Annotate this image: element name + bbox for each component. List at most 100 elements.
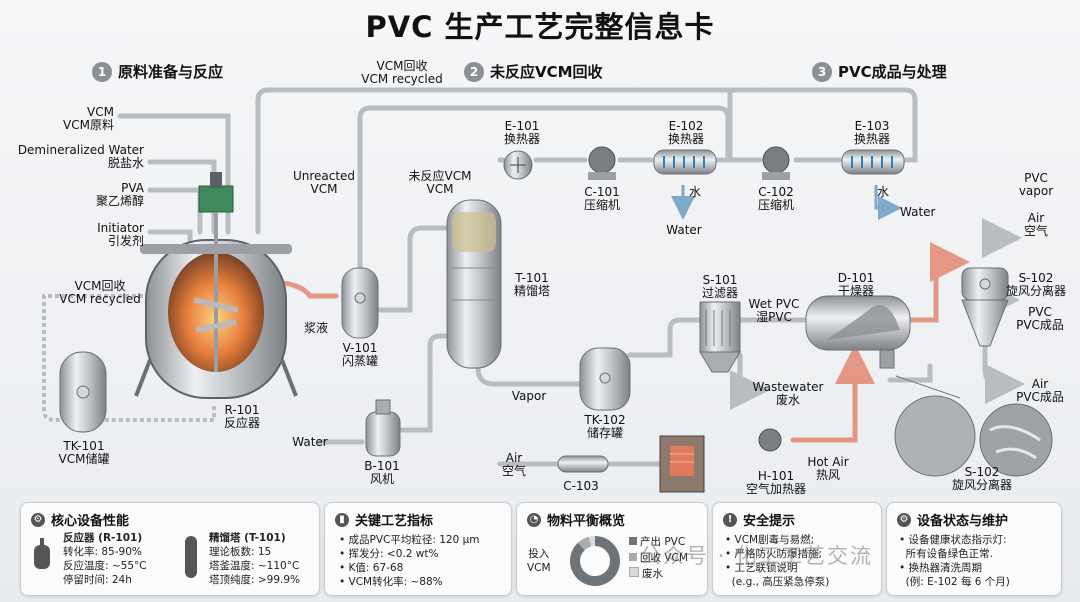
panel-material-balance: ◔ 物料平衡概览 投入 VCM 产出 PVC 回收 VCM 废水 (516, 502, 708, 596)
maintenance-line: • 设备健康状态指示灯: (899, 534, 1007, 546)
c103-compressor (557, 455, 609, 473)
unreacted-vcm-cn-label: 未反应VCM VCM (408, 169, 472, 197)
v101-flash-drum (341, 267, 379, 339)
t101-label: T-101 精馏塔 (513, 271, 550, 299)
d101-label: D-101 干燥器 (837, 271, 875, 299)
panel-maintenance: ⚙ 设备状态与维护 • 设备健康状态指示灯: 所有设备绿色正常. • 换热器清洗… (886, 502, 1062, 596)
column-spec-line: 塔顶纯度: >99.9% (209, 574, 301, 586)
panel-safety: ! 安全提示 • VCM剧毒与易燃; • 严格防火防爆措施; • 工艺联锁说明 … (712, 502, 882, 596)
legend-swatch (629, 537, 637, 545)
bar-chart-icon: ▮ (335, 512, 349, 527)
e103-exchanger (841, 149, 905, 175)
column-spec-title: 精馏塔 (T-101) (209, 532, 286, 544)
safety-line: • VCM剧毒与易燃; (725, 534, 815, 546)
reactor-spec-title: 反应器 (R-101) (63, 532, 143, 544)
slurry-label: 浆液 (303, 321, 328, 335)
section-2-label: 未反应VCM回收 (490, 62, 603, 81)
info-panels: ⚙ 核心设备性能 反应器 (R-101) 转化率: 85-90% 反应温度: ~… (20, 502, 1062, 596)
panel-balance-header: ◔ 物料平衡概览 (527, 510, 625, 529)
indicator-line: • 成品PVC平均粒径: 120 μm (339, 534, 480, 546)
section-1-number: 1 (92, 62, 112, 82)
safety-line: (e.g., 高压紧急停泵) (725, 576, 830, 588)
panel-equipment-header: ⚙ 核心设备性能 (31, 510, 129, 529)
r101-label: R-101 反应器 (223, 403, 260, 431)
c102-compressor (762, 146, 790, 180)
water-lines (671, 185, 902, 220)
e101-exchanger (503, 150, 533, 180)
section-3-label: PVC成品与处理 (838, 62, 947, 81)
input-water-label: Demineralized Water 脱盐水 (17, 143, 144, 171)
indicator-line: • 挥发分: <0.2 wt% (339, 548, 439, 560)
pvc-product2-label: Air PVC成品 (1016, 377, 1064, 405)
legend-label: 废水 (642, 568, 663, 580)
reactor-spec-line: 反应温度: ~55°C (63, 560, 147, 572)
wastewater-label: Wastewater 废水 (752, 380, 824, 408)
hot-air-label: Hot Air 热风 (807, 455, 849, 483)
panel-safety-header: ! 安全提示 (723, 510, 795, 529)
pvc-product1-label: PVC PVC成品 (1016, 305, 1064, 333)
gear-icon: ⚙ (897, 512, 911, 527)
legend-swatch (629, 553, 637, 561)
tk102-label: TK-102 储存罐 (584, 413, 626, 441)
panel-indicators-title: 关键工艺指标 (355, 514, 434, 529)
air-in-label: Air 空气 (501, 451, 526, 479)
indicator-line: • VCM转化率: ~88% (339, 576, 443, 588)
maintenance-line: 所有设备绿色正常. (899, 548, 994, 560)
pvc-particle-zoom (894, 375, 1053, 477)
legend-label: 回收 VCM (640, 552, 688, 564)
recycle-pipe (42, 294, 216, 422)
s102-cyclone (961, 267, 1009, 347)
b101-label: B-101 风机 (364, 459, 400, 487)
donut-segment (577, 536, 592, 551)
r101-reactor (134, 172, 298, 399)
h101-heater (659, 428, 782, 493)
e102-label: E-102 换热器 (667, 119, 704, 147)
legend-label: 产出 PVC (640, 536, 686, 548)
tk102-tank (579, 347, 631, 411)
tk101-tank (59, 351, 107, 433)
input-pva-label: PVA 聚乙烯醇 (95, 181, 144, 209)
maintenance-line: (例: E-102 每 6 个月) (899, 576, 1010, 588)
indicator-line: • K值: 67-68 (339, 562, 404, 574)
air-top-label: Air 空气 (1023, 211, 1048, 239)
water-out1-label: Water (666, 223, 702, 237)
tk101-label: TK-101 VCM储罐 (58, 439, 110, 467)
legend-swatch (629, 567, 639, 577)
legend-item-pvc: 产出 PVC (629, 535, 685, 549)
panel-equipment-performance: ⚙ 核心设备性能 反应器 (R-101) 转化率: 85-90% 反应温度: ~… (20, 502, 320, 596)
water-cn1-label: 水 (688, 185, 701, 199)
safety-line: • 严格防火防爆措施; (725, 548, 823, 560)
column-spec-line: 塔釜温度: ~110°C (209, 560, 300, 572)
vapor-label: Vapor (511, 389, 547, 403)
s101-filter (699, 301, 741, 373)
reactor-icon (34, 538, 50, 569)
pipe-network (117, 87, 1025, 467)
panel-key-indicators: ▮ 关键工艺指标 • 成品PVC平均粒径: 120 μm • 挥发分: <0.2… (324, 502, 512, 596)
s102-top-label: S-102 旋风分离器 (1005, 271, 1066, 299)
vcm-recycled-left-label: VCM回收 VCM recycled (59, 279, 141, 307)
column-icon (185, 536, 197, 578)
donut-segment (588, 536, 596, 547)
pie-chart-icon: ◔ (527, 512, 541, 527)
panel-indicators-header: ▮ 关键工艺指标 (335, 510, 433, 529)
balance-input-label: 投入 VCM (527, 548, 551, 574)
s101-label: S-101 过滤器 (701, 273, 738, 301)
panel-equipment-title: 核心设备性能 (51, 514, 130, 529)
e103-label: E-103 换热器 (853, 119, 890, 147)
water-cn2-label: 水 (876, 185, 889, 199)
section-3-number: 3 (812, 62, 832, 82)
section-1-label: 原料准备与反应 (118, 62, 224, 81)
input-initiator-label: Initiator 引发剂 (97, 221, 144, 249)
maintenance-line: • 换热器清洗周期 (899, 562, 983, 574)
watermark: 公众号 · 化工工艺交流 (640, 544, 874, 568)
section-1-header: 1 原料准备与反应 (92, 62, 223, 82)
legend-item-wastewater: 废水 (629, 567, 663, 581)
vcm-recycled-top-label: VCM回收 VCM recycled (361, 59, 443, 87)
legend-item-vcm: 回收 VCM (629, 551, 688, 565)
warning-icon: ! (723, 512, 737, 527)
c103-label: C-103 (563, 479, 599, 493)
page-title: PVC 生产工艺完整信息卡 (365, 10, 715, 44)
section-2-number: 2 (464, 62, 484, 82)
panel-maintenance-title: 设备状态与维护 (917, 514, 1009, 529)
